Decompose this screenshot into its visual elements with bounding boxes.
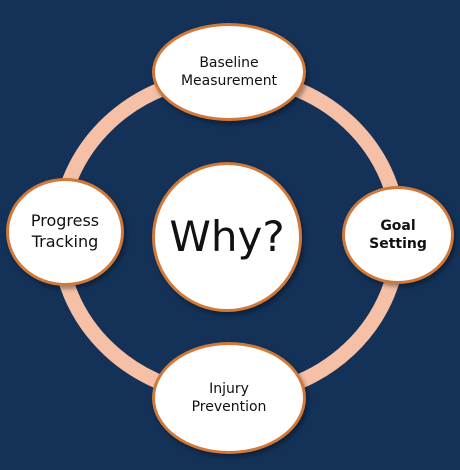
node-goal-setting-label: Goal Setting (369, 217, 427, 252)
node-injury-prevention: Injury Prevention (152, 342, 306, 454)
center-node: Why? (152, 162, 302, 312)
center-node-label: Why? (169, 211, 285, 261)
node-goal-setting: Goal Setting (342, 186, 454, 284)
node-progress-tracking: Progress Tracking (6, 178, 124, 286)
node-baseline-measurement: Baseline Measurement (152, 23, 306, 121)
node-progress-tracking-label: Progress Tracking (30, 211, 100, 251)
node-injury-prevention-label: Injury Prevention (191, 380, 267, 415)
node-baseline-measurement-label: Baseline Measurement (180, 54, 278, 89)
